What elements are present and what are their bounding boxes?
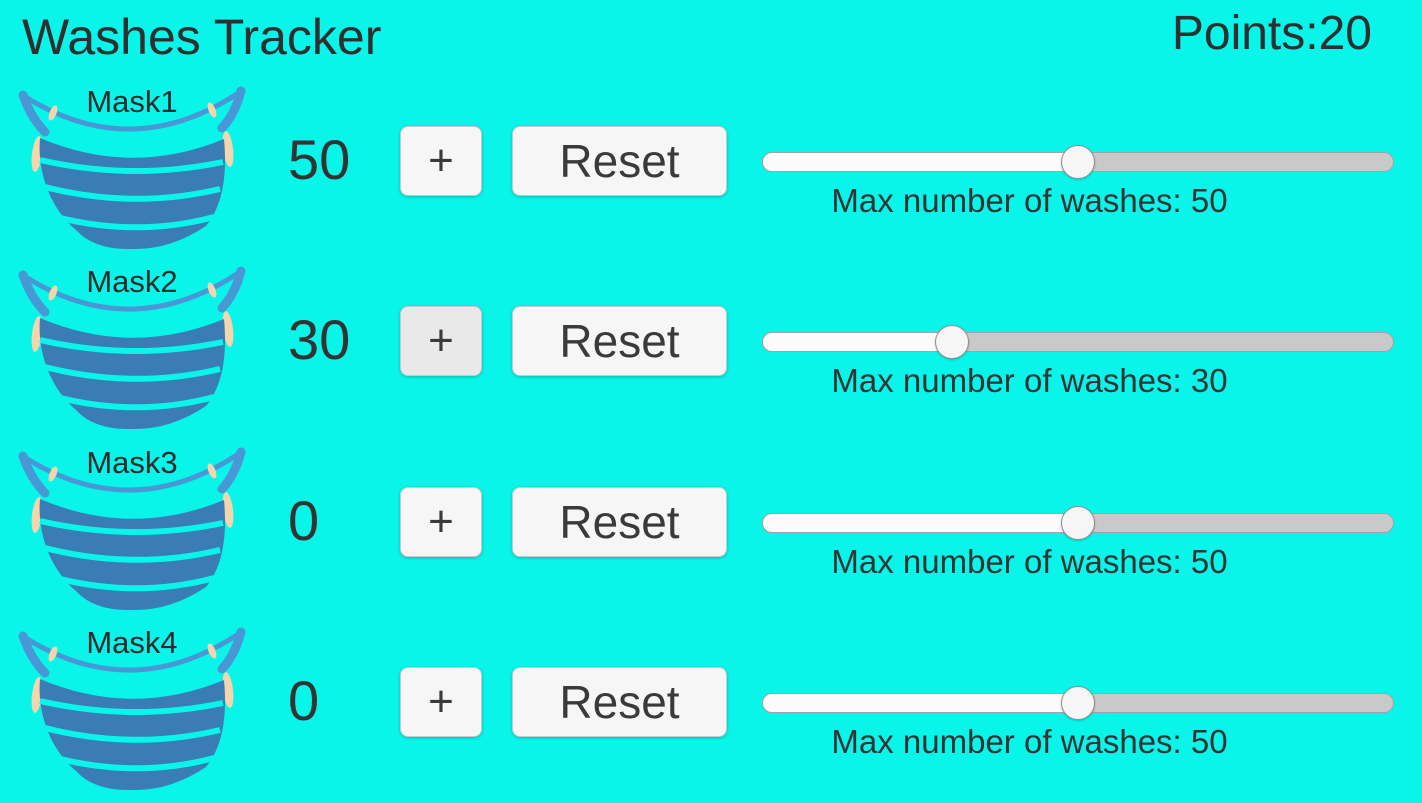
points-display: Points:20 bbox=[1171, 7, 1372, 60]
reset-button[interactable]: Reset bbox=[512, 667, 727, 737]
max-washes-label: Max number of washes: 50 bbox=[831, 723, 1228, 760]
mask-row: Mask1 50 + Reset Max number of washes: 5… bbox=[0, 82, 1422, 262]
slider-thumb[interactable] bbox=[1061, 686, 1095, 720]
max-washes-slider[interactable] bbox=[762, 145, 1394, 179]
max-washes-label: Max number of washes: 30 bbox=[831, 362, 1228, 399]
face-mask-icon: Mask1 bbox=[12, 82, 252, 252]
page-title: Washes Tracker bbox=[22, 9, 382, 65]
face-mask-icon: Mask3 bbox=[12, 443, 252, 613]
mask-row: Mask4 0 + Reset Max number of washes: 50 bbox=[0, 623, 1422, 803]
wash-count: 0 bbox=[288, 489, 320, 552]
wash-count: 30 bbox=[288, 308, 351, 371]
increment-button[interactable]: + bbox=[400, 306, 482, 376]
increment-button[interactable]: + bbox=[400, 667, 482, 737]
slider-thumb[interactable] bbox=[1061, 506, 1095, 540]
wash-count: 0 bbox=[288, 669, 320, 732]
mask-name-label: Mask1 bbox=[86, 84, 178, 119]
mask-name-label: Mask4 bbox=[86, 625, 178, 660]
max-washes-slider[interactable] bbox=[762, 325, 1394, 359]
reset-button[interactable]: Reset bbox=[512, 306, 727, 376]
slider-thumb[interactable] bbox=[935, 325, 969, 359]
max-washes-label: Max number of washes: 50 bbox=[831, 543, 1228, 580]
slider-fill bbox=[762, 513, 1077, 533]
slider-fill bbox=[762, 152, 1077, 172]
reset-button[interactable]: Reset bbox=[512, 487, 727, 557]
increment-button[interactable]: + bbox=[400, 126, 482, 196]
increment-button[interactable]: + bbox=[400, 487, 482, 557]
mask-row: Mask2 30 + Reset Max number of washes: 3… bbox=[0, 262, 1422, 442]
slider-fill bbox=[762, 693, 1077, 713]
max-washes-slider[interactable] bbox=[762, 686, 1394, 720]
wash-count: 50 bbox=[288, 128, 351, 191]
slider-fill bbox=[762, 332, 951, 352]
mask-name-label: Mask3 bbox=[86, 445, 178, 480]
mask-row: Mask3 0 + Reset Max number of washes: 50 bbox=[0, 443, 1422, 623]
max-washes-slider[interactable] bbox=[762, 506, 1394, 540]
max-washes-label: Max number of washes: 50 bbox=[831, 182, 1228, 219]
face-mask-icon: Mask2 bbox=[12, 262, 252, 432]
mask-name-label: Mask2 bbox=[86, 264, 178, 299]
reset-button[interactable]: Reset bbox=[512, 126, 727, 196]
face-mask-icon: Mask4 bbox=[12, 623, 252, 793]
slider-thumb[interactable] bbox=[1061, 145, 1095, 179]
